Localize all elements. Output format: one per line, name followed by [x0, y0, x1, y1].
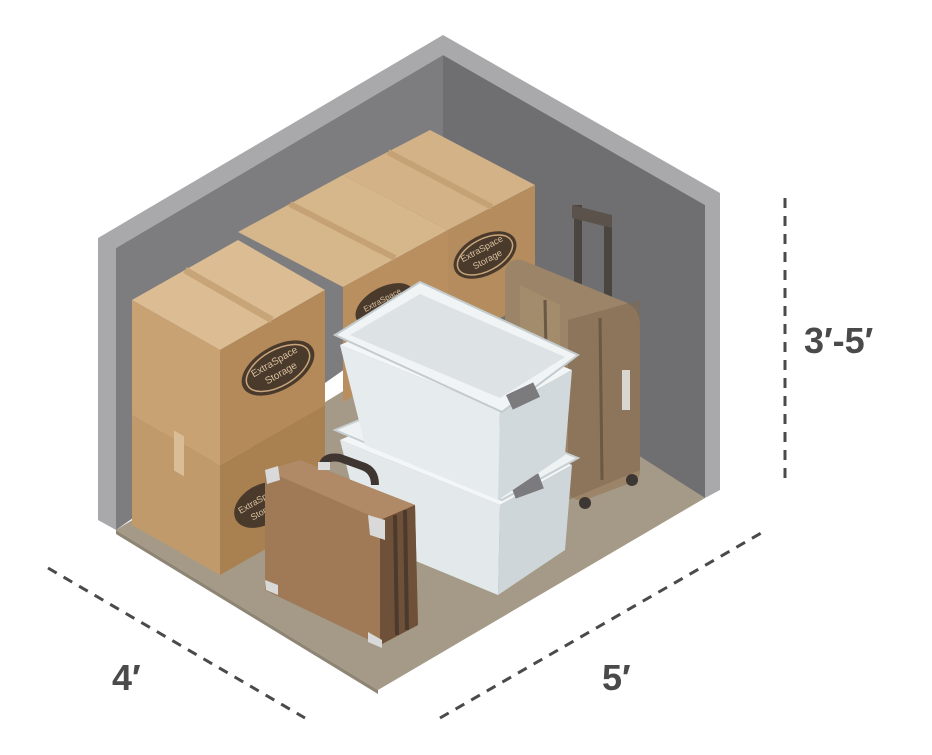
- depth-label: 4′: [112, 657, 141, 698]
- right-wall-frame: [443, 35, 720, 498]
- height-label: 3′-5′: [804, 320, 874, 361]
- floor-front-edge: [116, 530, 378, 694]
- briefcase: [265, 453, 418, 648]
- cardboard-boxes-front-left: ExtraSpace Storage ExtraSpace Storage: [132, 240, 325, 575]
- dimension-lines: [47, 198, 787, 720]
- width-dimension-line: [439, 530, 764, 720]
- width-label: 5′: [602, 657, 631, 698]
- depth-dimension-line: [47, 566, 306, 720]
- plastic-totes: [332, 280, 581, 595]
